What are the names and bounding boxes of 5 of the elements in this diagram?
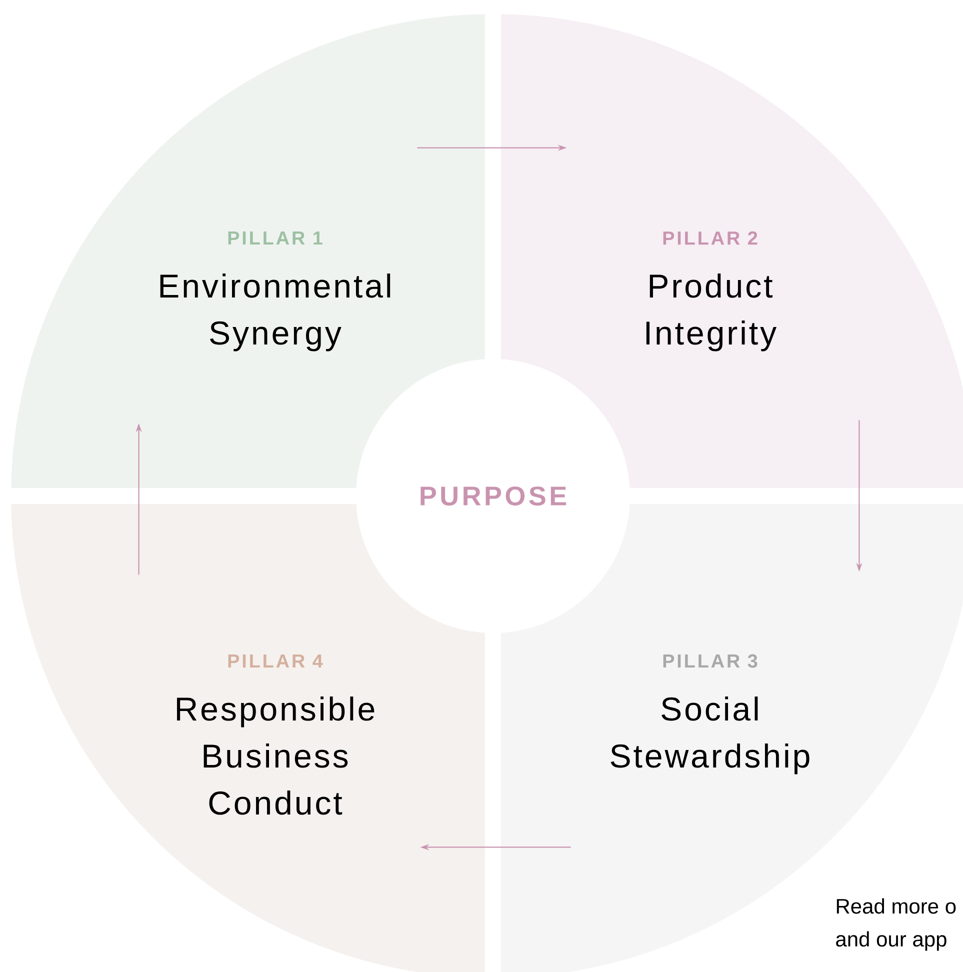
note-text: and our app xyxy=(836,931,946,951)
quadrant-panel: PILLAR 2 Product Integrity xyxy=(501,14,963,488)
quadrant-panel: PILLAR 1 Environmental Synergy xyxy=(11,14,485,488)
note-text: Read more o xyxy=(836,898,956,914)
quadrant-panel: PILLAR 4 Responsible Business Conduct xyxy=(11,504,485,972)
